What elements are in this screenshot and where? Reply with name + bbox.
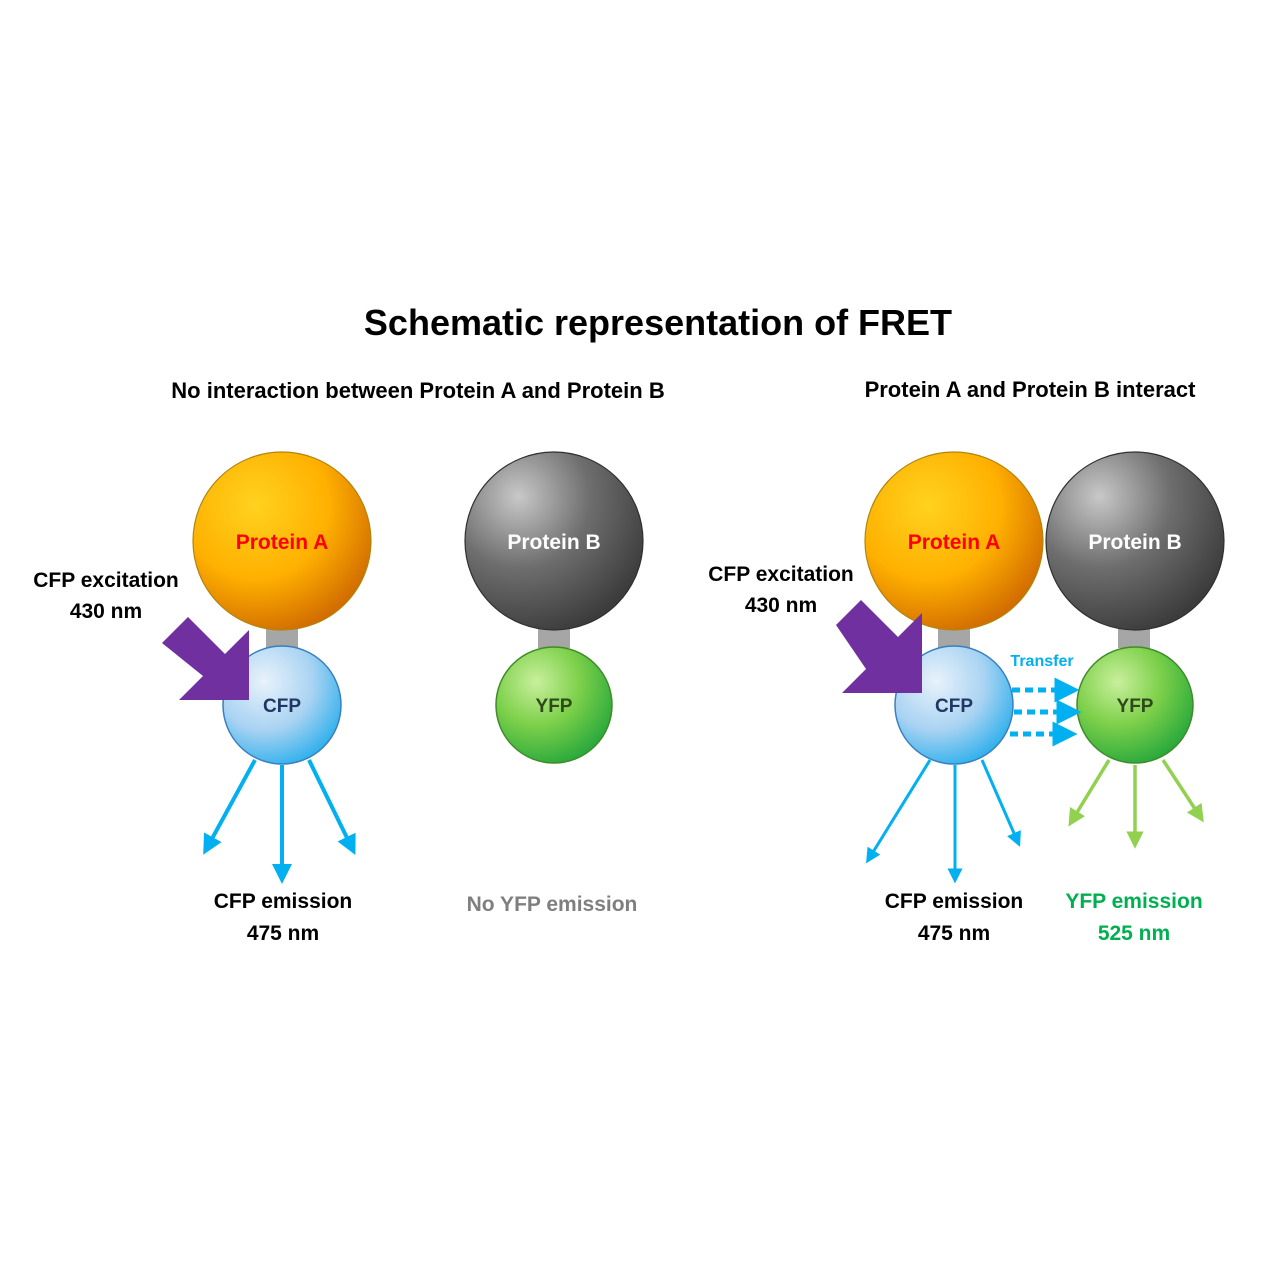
cfp-label: CFP (263, 696, 301, 717)
linker-a-cfp (938, 626, 970, 648)
cfp-circle (222, 645, 342, 765)
protein-a-circle (864, 451, 1044, 631)
protein-a-label: Protein A (908, 531, 1001, 554)
cfp-emission-arrow-right (980, 759, 1021, 847)
cfp-emission-arrow-right (307, 759, 356, 855)
right-panel-heading: Protein A and Protein B interact (865, 377, 1197, 402)
diagram-title: Schematic representation of FRET (364, 302, 952, 343)
excitation-label-line1: CFP excitation (708, 563, 853, 586)
right-panel: Protein A and Protein B interact Protein… (708, 377, 1225, 945)
yfp-label: YFP (1117, 696, 1154, 717)
no-yfp-emission-label: No YFP emission (467, 893, 638, 916)
cfp-emission-label-line1: CFP emission (214, 890, 353, 913)
protein-b-label: Protein B (1088, 531, 1181, 554)
cfp-emission-arrow-left (866, 759, 932, 864)
left-panel: No interaction between Protein A and Pro… (33, 378, 664, 945)
excitation-arrow (836, 600, 922, 693)
protein-b-circle (1045, 451, 1225, 631)
transfer-label: Transfer (1010, 653, 1073, 670)
cfp-emission-label-line2: 475 nm (918, 922, 990, 945)
yfp-circle (495, 646, 613, 764)
excitation-label-line1: CFP excitation (33, 569, 178, 592)
cfp-emission-label-line1: CFP emission (885, 890, 1024, 913)
cfp-circle (894, 645, 1014, 765)
protein-a-circle (192, 451, 372, 631)
yfp-label: YFP (536, 696, 573, 717)
cfp-emission-label-line2: 475 nm (247, 922, 319, 945)
yfp-emission-label-line2: 525 nm (1098, 922, 1170, 945)
yfp-emission-arrow-right (1161, 759, 1204, 823)
left-panel-heading: No interaction between Protein A and Pro… (171, 378, 664, 403)
linker-b-yfp (1118, 626, 1150, 648)
excitation-label-line2: 430 nm (70, 600, 142, 623)
protein-b-circle (464, 451, 644, 631)
protein-b-label: Protein B (507, 531, 600, 554)
cfp-emission-arrow-left (203, 759, 257, 855)
linker-b-yfp (538, 626, 570, 648)
excitation-label-line2: 430 nm (745, 594, 817, 617)
protein-a-label: Protein A (236, 531, 329, 554)
excitation-arrow (162, 617, 249, 700)
cfp-label: CFP (935, 696, 973, 717)
yfp-emission-label-line1: YFP emission (1065, 890, 1202, 913)
linker-a-cfp (266, 626, 298, 648)
yfp-emission-arrow-left (1068, 759, 1111, 827)
